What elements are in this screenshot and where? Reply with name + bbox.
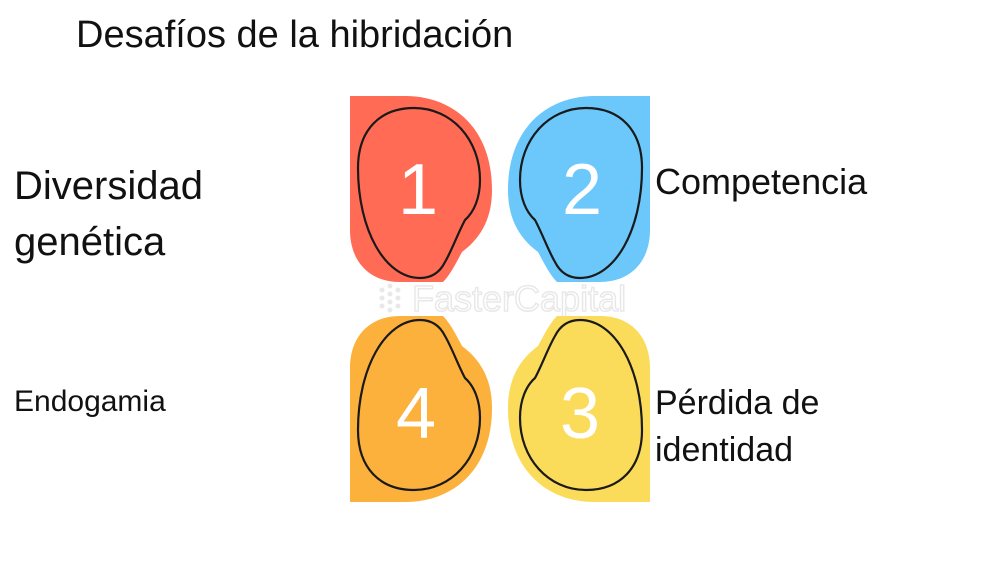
- label-line: identidad: [655, 431, 794, 469]
- petal-1: 1: [350, 96, 492, 282]
- label-line: genética: [14, 220, 166, 264]
- petal-3-outline: [518, 318, 644, 492]
- petal-1-outline: [356, 106, 482, 280]
- label-diversidad-genetica: Diversidad genética: [14, 158, 203, 270]
- label-line: Pérdida de: [655, 384, 820, 422]
- label-endogamia: Endogamia: [14, 382, 166, 422]
- petal-1-number: 1: [398, 150, 438, 230]
- label-competencia: Competencia: [655, 158, 867, 206]
- petal-4-outline: [356, 318, 482, 492]
- label-line: Competencia: [655, 161, 868, 202]
- petal-2-outline: [518, 106, 644, 280]
- label-perdida-de-identidad: Pérdida de identidad: [655, 380, 819, 474]
- watermark-logo-icon: [379, 283, 401, 313]
- petal-2: 2: [508, 96, 650, 282]
- watermark-text: FasterCapital: [412, 278, 626, 319]
- label-line: Diversidad: [14, 164, 203, 208]
- diagram-title: Desafíos de la hibridación: [76, 14, 514, 56]
- petal-3-number: 3: [560, 374, 600, 454]
- petal-4: 4: [350, 316, 492, 502]
- petal-2-number: 2: [562, 150, 602, 230]
- petal-3: 3: [508, 316, 650, 502]
- watermark: FasterCapital: [379, 277, 627, 320]
- petal-4-number: 4: [396, 374, 436, 454]
- label-line: Endogamia: [14, 385, 166, 418]
